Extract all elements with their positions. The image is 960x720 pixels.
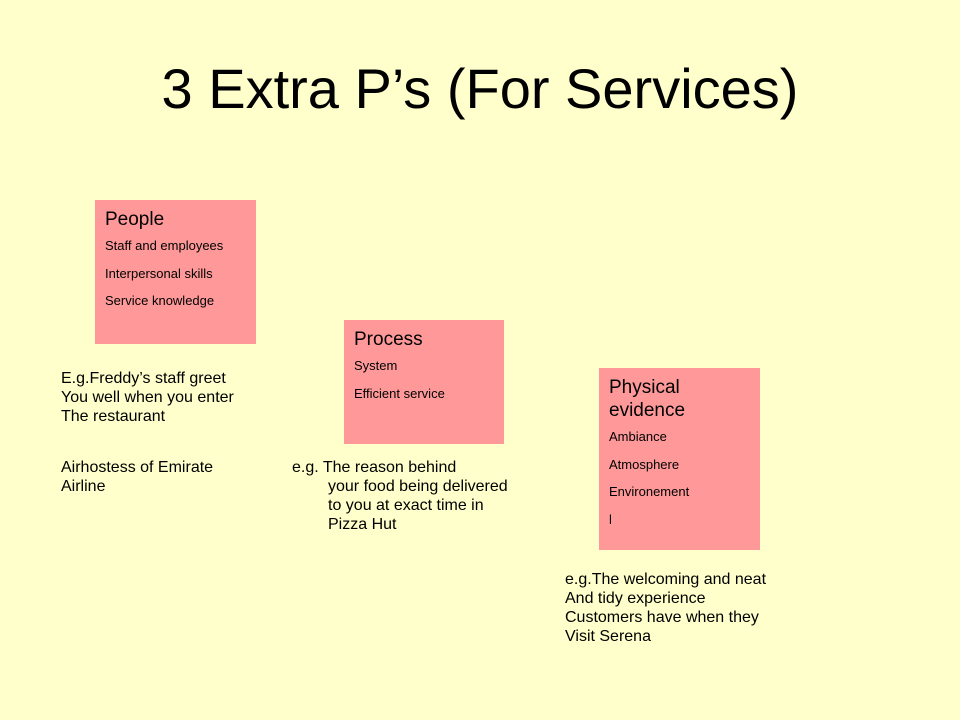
process-box: Process System Efficient service: [344, 320, 504, 444]
note-line: Airline: [61, 478, 106, 495]
note-line: And tidy experience: [565, 590, 706, 607]
note-line: Pizza Hut: [328, 516, 397, 533]
physical-evidence-example-text: e.g.The welcoming and neat And tidy expe…: [565, 570, 766, 646]
physical-evidence-item: Environement: [609, 484, 690, 500]
physical-evidence-item: Ambiance: [609, 429, 667, 445]
people-example-text: E.g.Freddy’s staff greet You well when y…: [61, 369, 234, 426]
note-line: e.g. The reason behind: [292, 459, 457, 476]
note-line: Customers have when they: [565, 609, 759, 626]
note-line: your food being delivered: [328, 478, 508, 495]
physical-evidence-item: Atmosphere: [609, 456, 680, 472]
people-item: Interpersonal skills: [105, 265, 213, 281]
process-item: Efficient service: [354, 385, 445, 401]
physical-evidence-item: l: [609, 511, 612, 527]
process-heading: Process: [354, 329, 423, 350]
people-item: Staff and employees: [105, 238, 224, 254]
process-item: System: [354, 358, 398, 374]
note-line: E.g.Freddy’s staff greet: [61, 370, 226, 387]
people-item: Service knowledge: [105, 292, 215, 308]
note-line: e.g.The welcoming and neat: [565, 571, 767, 588]
physical-evidence-heading: Physical evidence: [609, 377, 686, 422]
people-heading: People: [105, 209, 165, 230]
people-box: People Staff and employees Interpersonal…: [95, 200, 256, 344]
physical-evidence-box: Physical evidence Ambiance Atmosphere En…: [599, 368, 760, 550]
note-line: You well when you enter: [61, 389, 234, 406]
note-line: to you at exact time in: [328, 497, 484, 514]
note-line: Visit Serena: [565, 628, 651, 645]
note-line: Airhostess of Emirate: [61, 459, 214, 476]
people-example-text-2: Airhostess of Emirate Airline: [61, 458, 213, 496]
process-example-text: e.g. The reason behind your food being d…: [292, 458, 508, 534]
note-line: The restaurant: [61, 408, 166, 425]
slide-title: 3 Extra P’s (For Services): [161, 57, 799, 120]
